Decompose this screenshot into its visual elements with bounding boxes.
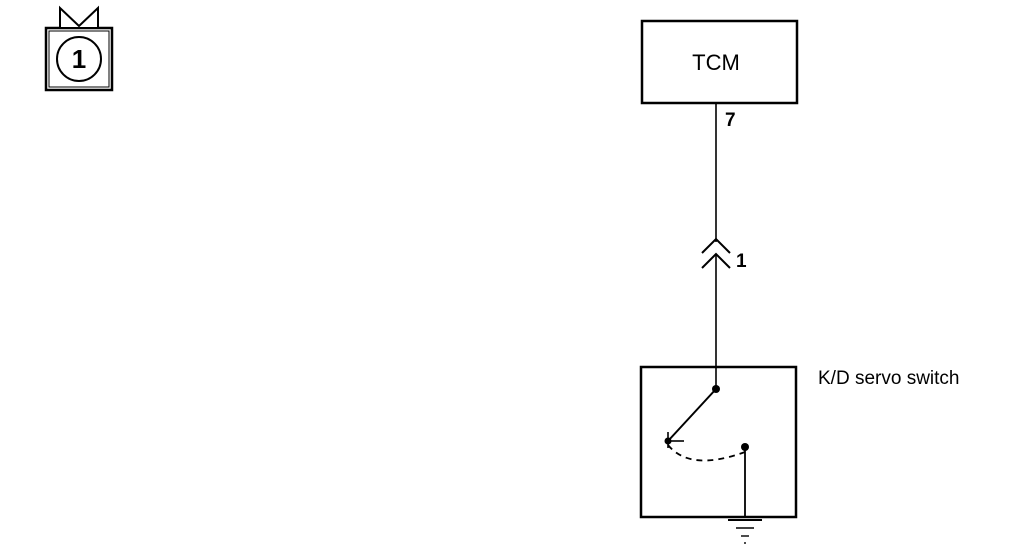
tcm-label: TCM [692,50,740,75]
inline-connector: 1 [701,237,747,272]
switch-box [639,365,798,519]
connector-pin-number: 1 [736,251,747,272]
connector-housing-inner [48,30,110,88]
ground-icon [728,519,762,544]
tcm-box [640,19,799,105]
switch-blade [667,388,717,442]
connector-latch-icon [59,5,99,29]
tcm-pin-number: 7 [725,110,736,131]
connector-icon-number: 1 [72,44,86,74]
connector-chevron-upper [701,237,731,254]
tcm-module: TCM 7 [640,19,799,131]
terminal-circle [56,36,102,82]
kd-servo-switch: K/D servo switch [639,365,959,519]
connector-view-icon: 1 [44,5,114,92]
switch-label: K/D servo switch [818,368,959,389]
switch-travel-arc [667,444,746,462]
